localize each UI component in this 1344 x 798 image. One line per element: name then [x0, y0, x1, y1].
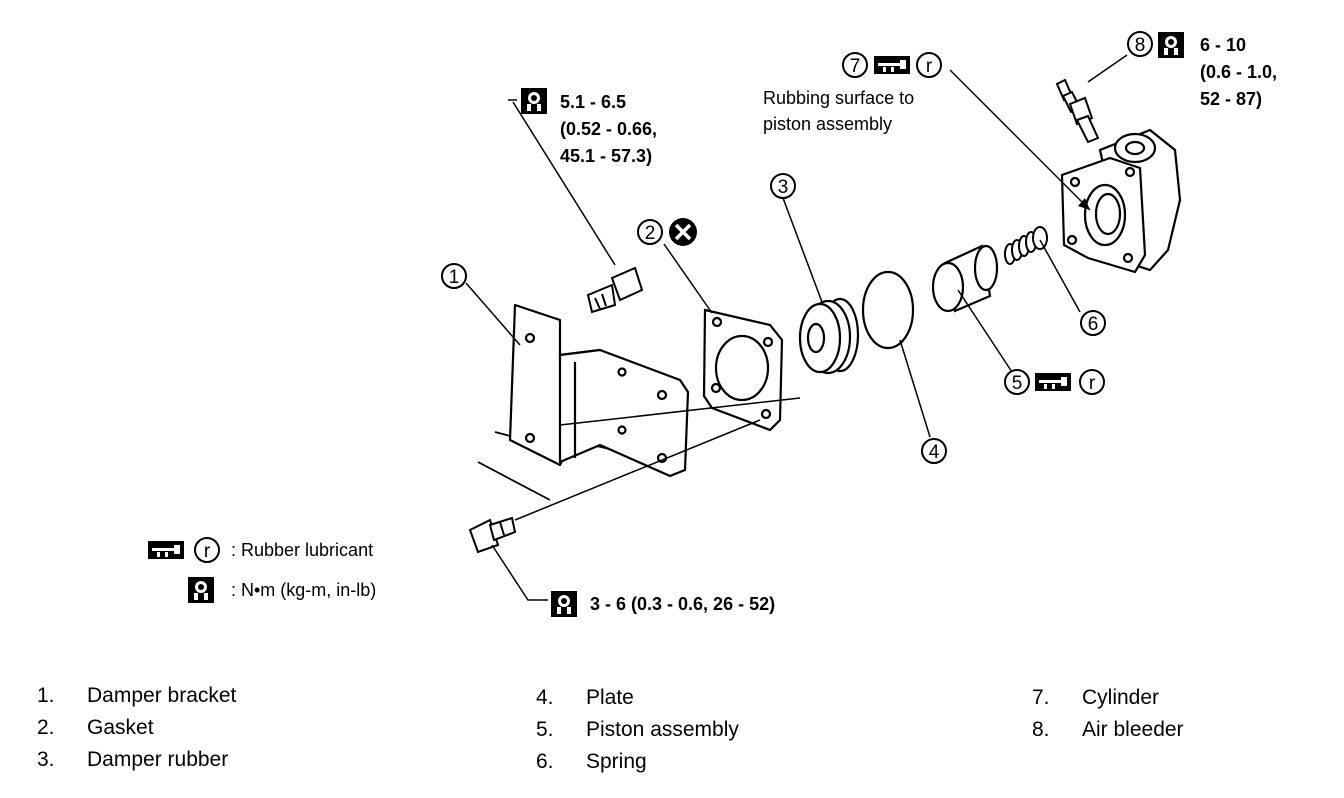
- callout-4: 4: [921, 438, 947, 464]
- legend-item: 2. Gasket: [37, 716, 154, 740]
- svg-text:r: r: [926, 56, 933, 77]
- lubricant-icon-7: [874, 56, 910, 74]
- svg-text:r: r: [1089, 373, 1096, 394]
- torque-bleeder-line1: 6 - 10: [1200, 35, 1246, 55]
- replace-part-x-icon: [669, 218, 697, 246]
- legend-label: Spring: [586, 750, 647, 773]
- svg-text:5: 5: [1012, 373, 1023, 394]
- legend-number: 7.: [1032, 686, 1050, 709]
- svg-text:1: 1: [449, 267, 460, 288]
- legend-label: Air bleeder: [1082, 718, 1184, 741]
- legend-label: Piston assembly: [586, 718, 739, 741]
- legend-label: Plate: [586, 686, 634, 709]
- callout-3: 3: [770, 173, 796, 199]
- air-bleeder-part: [1055, 78, 1100, 144]
- lubricant-icon-5: [1035, 373, 1071, 391]
- spring-part: [1004, 226, 1048, 265]
- plate-part: [861, 270, 915, 350]
- callout-1: 1: [441, 263, 467, 289]
- exploded-parts-diagram: 1 2 3 4 5 6 7 8 r r 5.1: [148, 31, 1277, 617]
- torque-bracket-line2: (0.52 - 0.66,: [560, 119, 657, 139]
- legend-label: Damper bracket: [87, 684, 237, 707]
- callout-7: 7: [842, 52, 868, 78]
- torque-bracket-line1: 5.1 - 6.5: [560, 92, 626, 112]
- svg-text:2: 2: [645, 223, 656, 244]
- torque-bleeder-line3: 52 - 87): [1200, 89, 1262, 109]
- piston-assembly-part: [931, 244, 999, 313]
- legend-item: 1. Damper bracket: [37, 684, 236, 708]
- torque-bleeder-line2: (0.6 - 1.0,: [1200, 62, 1277, 82]
- legend-number: 3.: [37, 748, 55, 771]
- leader-lines: [465, 54, 1128, 601]
- key-lubricant-r-icon: r: [194, 537, 220, 563]
- damper-rubber-part: [798, 297, 860, 375]
- key-lubricant-text: : Rubber lubricant: [231, 540, 373, 560]
- rubbing-note-line1: Rubbing surface to: [763, 88, 914, 108]
- legend-number: 4.: [536, 686, 554, 709]
- legend-item: 5. Piston assembly: [536, 718, 739, 742]
- lubricant-r-icon-5: r: [1079, 369, 1105, 395]
- svg-text:6: 6: [1088, 314, 1099, 335]
- svg-text:4: 4: [929, 442, 940, 463]
- svg-text:8: 8: [1135, 35, 1146, 56]
- torque-icon-lower-bolt: [551, 591, 577, 617]
- cylinder-part: [1060, 128, 1182, 274]
- legend-label: Damper rubber: [87, 748, 229, 771]
- key-lubricant-icon: [148, 541, 184, 559]
- legend-number: 1.: [37, 684, 55, 707]
- torque-icon-bracket-bolt: [521, 88, 547, 114]
- legend-item: 6. Spring: [536, 750, 647, 774]
- svg-text:3: 3: [778, 177, 789, 198]
- legend-number: 8.: [1032, 718, 1050, 741]
- key-torque-text: : N•m (kg-m, in-lb): [231, 580, 376, 600]
- callout-5: 5: [1004, 369, 1030, 395]
- legend-label: Gasket: [87, 716, 154, 739]
- callout-8: 8: [1127, 31, 1153, 57]
- legend-number: 5.: [536, 718, 554, 741]
- legend-number: 6.: [536, 750, 554, 773]
- callout-6: 6: [1080, 310, 1106, 336]
- torque-bracket-line3: 45.1 - 57.3): [560, 146, 652, 166]
- lubricant-r-icon-7: r: [916, 52, 942, 78]
- torque-lower-bolt-value: 3 - 6 (0.3 - 0.6, 26 - 52): [590, 594, 775, 614]
- damper-bracket-part: [508, 303, 690, 478]
- legend-number: 2.: [37, 716, 55, 739]
- lower-bracket-bolt: [468, 516, 517, 554]
- upper-bracket-bolt: [586, 266, 644, 314]
- torque-icon-air-bleeder: [1158, 32, 1184, 58]
- legend-item: 7. Cylinder: [1032, 686, 1159, 710]
- legend-label: Cylinder: [1082, 686, 1160, 709]
- gasket-part: [702, 308, 784, 432]
- svg-text:7: 7: [850, 56, 861, 77]
- svg-text:r: r: [204, 541, 211, 562]
- legend-item: 3. Damper rubber: [37, 748, 228, 772]
- legend-item: 4. Plate: [536, 686, 634, 710]
- key-torque-icon: [188, 577, 214, 603]
- rubbing-note-line2: piston assembly: [763, 114, 892, 134]
- callout-2: 2: [637, 219, 663, 245]
- legend-item: 8. Air bleeder: [1032, 718, 1184, 742]
